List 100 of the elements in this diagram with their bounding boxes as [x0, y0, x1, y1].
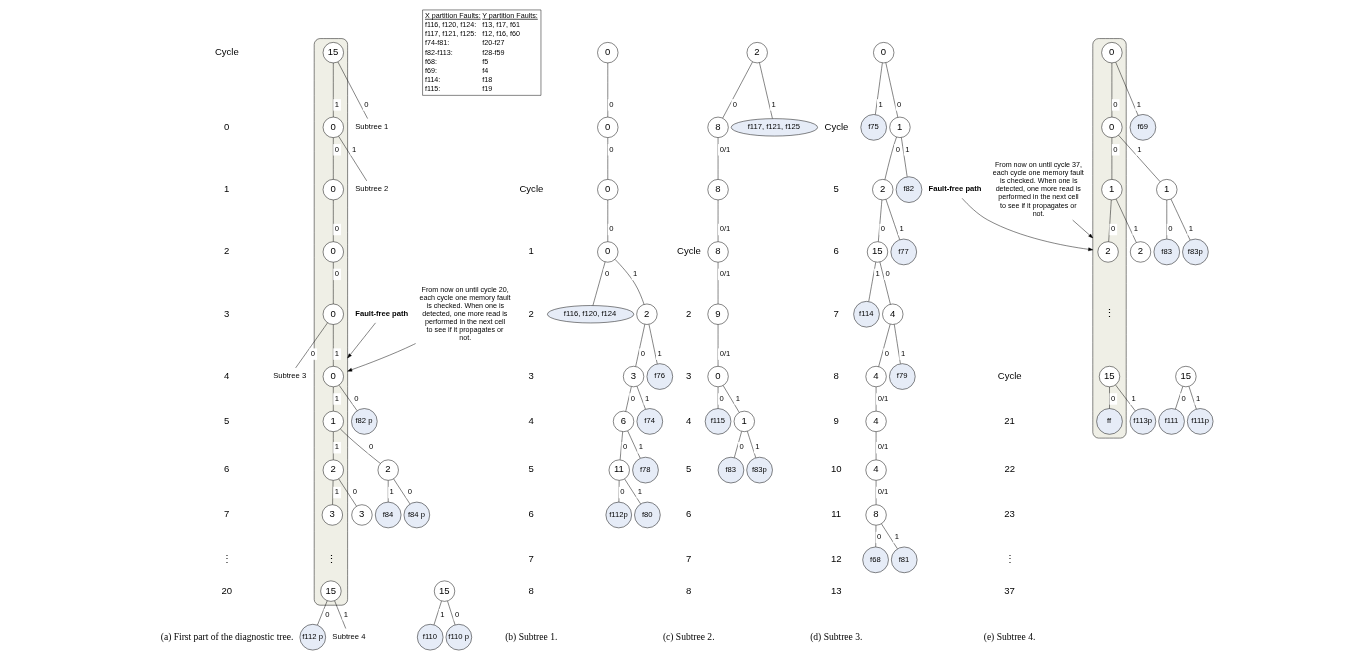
node-circle: f84 p [403, 501, 430, 529]
edge-label: 0 [640, 348, 645, 358]
node-circle: f114 [852, 301, 880, 328]
edge-label: 0 [310, 348, 315, 358]
node-circle: 15 [1174, 366, 1196, 388]
node-circle: f83p [745, 457, 773, 484]
edge-label: 1 [735, 393, 740, 403]
node-circle: f68 [861, 546, 889, 573]
node-circle: 1 [1155, 179, 1177, 201]
node-circle: f110 [416, 624, 443, 651]
edge-label: 0 [885, 269, 890, 279]
label: 8 [685, 584, 691, 596]
label: 5 [528, 463, 534, 475]
node-circle: 4 [865, 366, 887, 388]
edge-label: 0 [622, 442, 627, 452]
edge-label: 0/1 [877, 393, 888, 403]
arrow [1071, 219, 1093, 239]
node-circle: 2 [322, 459, 344, 481]
node-circle: 0 [322, 303, 344, 325]
node-circle: 2 [871, 179, 893, 201]
edge-label: 1 [1136, 144, 1141, 154]
node-circle: f112p [605, 501, 632, 529]
edge-label: 1 [1195, 393, 1200, 403]
edge-label: 0 [1167, 224, 1172, 234]
edge-label: 0/1 [877, 442, 888, 452]
node-circle: 15 [866, 241, 888, 263]
edge-label: 0 [880, 224, 885, 234]
edge-label: 0 [1112, 99, 1118, 109]
node-text: Subtree 1 [354, 122, 388, 132]
label: 3 [223, 307, 229, 319]
edge-label: 1 [656, 348, 662, 358]
node-circle: 0 [322, 366, 344, 388]
edge-label: 1 [632, 269, 637, 279]
node-ellipse: f117, f121, f125 [730, 118, 818, 137]
edge-label: 1 [439, 609, 444, 619]
edge-label: 1 [894, 532, 899, 542]
edge-label: 1 [334, 442, 339, 452]
connector [333, 600, 346, 629]
node-circle: f83 [1153, 238, 1180, 266]
edge-label: 1 [1188, 224, 1193, 234]
node-circle: 15 [433, 580, 455, 602]
edge-label: 1 [334, 348, 339, 358]
label: 7 [685, 553, 691, 565]
edge-label: 0 [454, 609, 459, 619]
edge-label: 1 [351, 144, 356, 154]
node-circle: 0 [596, 42, 618, 64]
node-circle: f81 [890, 546, 917, 573]
node-circle: f69 [1129, 114, 1156, 141]
node-circle: 3 [321, 504, 343, 526]
label: (c) Subtree 2. [662, 630, 715, 642]
label: 3 [685, 369, 691, 381]
label: 37 [1003, 584, 1015, 596]
label: Cycle [997, 369, 1022, 381]
edge-label: 1 [900, 348, 905, 358]
node-circle: 4 [865, 459, 887, 481]
node-circle: 0 [322, 241, 344, 263]
node-circle: 2 [1129, 241, 1151, 263]
edge-label: 0 [363, 99, 369, 109]
label: 5 [223, 414, 229, 426]
label: 4 [685, 414, 691, 426]
node-circle: 0 [322, 179, 344, 201]
edge-label: 0 [732, 99, 737, 109]
label: (d) Subtree 3. [809, 630, 862, 642]
node-circle: f82 p [350, 408, 377, 435]
node-circle: 0 [1100, 116, 1122, 138]
edge-label: 0 [630, 393, 635, 403]
edge-label: 0 [608, 144, 613, 154]
label: 21 [1003, 414, 1015, 426]
node-circle: f76 [646, 363, 673, 390]
edge-label: 0 [718, 393, 724, 403]
edge-label: 0 [334, 144, 339, 154]
node-circle: 3 [622, 366, 644, 388]
label: ⋮ [325, 552, 337, 565]
edge-label: 0 [1112, 144, 1118, 154]
node-text: Fault-free path [928, 183, 982, 193]
label: 23 [1003, 508, 1015, 520]
node-circle: 8 [707, 179, 729, 201]
label: 22 [1003, 463, 1015, 475]
node-circle: 3 [350, 504, 372, 526]
arrow [346, 343, 416, 372]
node-circle: f77 [890, 238, 917, 266]
node-circle: f115 [704, 408, 731, 435]
label: 4 [223, 369, 229, 381]
edge-label: 1 [898, 224, 904, 234]
label: 4 [528, 414, 534, 426]
label: 1 [528, 245, 534, 257]
edge-label: 0 [324, 609, 329, 619]
edge-label: 1 [638, 442, 643, 452]
label: (a) First part of the diagnostic tree. [160, 630, 293, 642]
edge-label: 0 [368, 442, 373, 452]
node-circle: 8 [865, 504, 887, 526]
node-circle: 8 [707, 241, 729, 263]
node-circle: f113p [1129, 408, 1156, 435]
edge-label: 0 [608, 224, 613, 234]
label: 5 [833, 183, 839, 195]
node-circle: 0 [707, 366, 729, 388]
arrow [346, 322, 376, 359]
node-circle: 15 [319, 580, 341, 602]
edge-label: 0/1 [719, 144, 730, 154]
label: 7 [833, 307, 839, 319]
